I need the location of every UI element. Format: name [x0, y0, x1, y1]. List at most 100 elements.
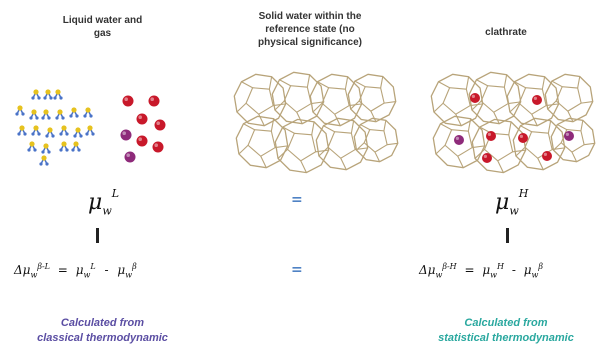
cage-edge	[440, 123, 452, 131]
water-molecule-icon	[41, 109, 51, 120]
hydrogen-atom	[47, 150, 51, 154]
water-molecule-icon	[45, 127, 55, 138]
water-molecule-icon	[43, 89, 53, 100]
cage-face	[524, 131, 553, 159]
hydrogen-atom	[41, 116, 45, 120]
oxygen-atom	[17, 105, 23, 111]
oxygen-atom	[61, 141, 67, 147]
cage-ring	[550, 117, 596, 163]
cage-face	[560, 129, 585, 153]
hydrogen-atom	[17, 132, 21, 136]
hydrogen-atom	[89, 114, 93, 118]
cage-edge	[238, 144, 249, 155]
cage-edge	[470, 103, 483, 107]
hydrogen-atom	[31, 96, 35, 100]
eq-equals: =	[464, 263, 475, 277]
hydrogen-atom	[79, 134, 83, 138]
cage-edge	[354, 80, 366, 88]
gas-molecule-icon	[470, 93, 480, 103]
cage-edge	[241, 81, 253, 89]
gas-molecule-icon	[532, 95, 542, 105]
oxygen-atom	[57, 109, 63, 115]
cage-edge	[435, 144, 446, 155]
mu-sub: w	[509, 204, 519, 218]
cage-edge	[243, 123, 255, 131]
cage-edge	[344, 76, 349, 90]
eq-term1: μ	[482, 263, 491, 277]
oxygen-atom	[43, 109, 49, 115]
water-molecule-icon	[85, 125, 95, 136]
cage-face	[363, 129, 388, 153]
cage-edge	[306, 74, 311, 88]
water-molecule-icon	[29, 109, 39, 120]
water-molecule-icon	[53, 89, 63, 100]
hydrogen-atom	[69, 114, 73, 118]
cage-edge	[350, 100, 360, 110]
clathrate-column: clathrate μwH Δμwβ-H = μwH - μwβ Calcula…	[405, 0, 607, 352]
highlight	[565, 132, 569, 136]
oxygen-atom	[87, 125, 93, 131]
highlight	[122, 131, 126, 135]
cage-edge	[360, 124, 371, 131]
hydrogen-atom	[29, 116, 33, 120]
hydrogen-atom	[55, 116, 59, 120]
water-molecule-icon	[41, 143, 51, 154]
cage-edge	[260, 156, 267, 168]
oxygen-atom	[33, 89, 39, 95]
highlight	[138, 137, 142, 141]
highlight	[483, 154, 487, 158]
cage-edge	[457, 156, 464, 168]
gas-molecule-icon	[136, 113, 148, 125]
highlight	[154, 143, 158, 147]
delta-mu-hydrate-equation: Δμwβ-H = μwH - μwβ	[419, 262, 543, 279]
cage-face	[286, 132, 317, 162]
eq-lhs-sub: w	[435, 270, 443, 280]
eq-term1-sup: H	[497, 262, 505, 271]
water-molecule-icon	[39, 155, 49, 166]
gas-molecule-icon	[152, 141, 164, 153]
cage-face	[283, 85, 312, 113]
cage-ring	[309, 73, 363, 127]
highlight	[150, 97, 154, 101]
cage-edge	[279, 79, 291, 87]
cage-edge	[455, 114, 462, 126]
eq-term1: μ	[75, 263, 84, 277]
cage-edge	[374, 151, 381, 162]
cage-ring	[233, 73, 287, 127]
oxygen-atom	[75, 127, 81, 133]
highlight	[126, 153, 130, 157]
highlight	[487, 132, 491, 136]
hydrogen-atom	[91, 132, 95, 136]
cage-face	[321, 87, 350, 115]
hydrogen-atom	[39, 162, 43, 166]
oxygen-atom	[29, 141, 35, 147]
delta-mu-liquid-equation: Δμwβ-L = μwL - μwβ	[14, 262, 137, 279]
oxygen-atom	[71, 107, 77, 113]
gas-molecule-icon	[124, 151, 136, 163]
cage-edge	[581, 101, 593, 104]
caption-line: Calculated from	[464, 317, 548, 329]
hydrogen-atom	[53, 96, 57, 100]
water-molecule-icon	[55, 109, 65, 120]
heading-line: gas	[93, 28, 112, 39]
cage-edge	[274, 100, 285, 111]
cage-edge	[384, 101, 396, 104]
liquid-gas-heading: Liquid water and gas	[0, 14, 205, 40]
eq-lhs-sup: β-L	[37, 262, 50, 271]
hydrogen-atom	[21, 112, 25, 116]
cage-edge	[356, 142, 365, 151]
mu-sub: w	[102, 204, 112, 218]
cage-edge	[275, 145, 288, 149]
heading-line: Liquid water and	[62, 15, 143, 26]
cage-ring	[471, 118, 527, 174]
cage-ring	[430, 73, 484, 127]
cage-face	[358, 86, 385, 112]
highlight	[519, 134, 523, 138]
hydrogen-atom	[73, 134, 77, 138]
cage-ring	[432, 115, 486, 169]
oxygen-atom	[47, 127, 53, 133]
cage-edge	[387, 142, 398, 146]
hydrogen-atom	[23, 132, 27, 136]
hydrogen-atom	[47, 116, 51, 120]
heading-line: reference state (no	[265, 24, 355, 35]
